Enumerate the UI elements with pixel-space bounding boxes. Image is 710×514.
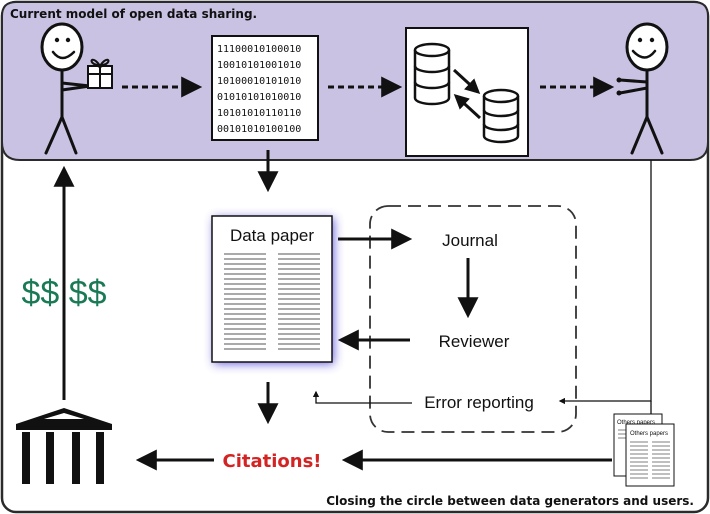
error-report-arrow xyxy=(312,390,412,404)
data-paper: Data paper xyxy=(211,215,334,364)
journal-label: Journal xyxy=(442,231,498,250)
others-papers-label: Others papers xyxy=(630,431,668,437)
binary-line: 10010101001010 xyxy=(217,60,301,71)
footer-caption: Closing the circle between data generato… xyxy=(326,494,694,508)
data-generator-figure xyxy=(40,22,92,155)
data-user-figure xyxy=(616,22,669,155)
review-process-box xyxy=(369,205,577,433)
band-title: Current model of open data sharing. xyxy=(10,7,257,21)
reviewer-label: Reviewer xyxy=(439,332,510,351)
error-reporting-label: Error reporting xyxy=(424,393,534,412)
institution-icon xyxy=(16,408,112,484)
sync-arrow xyxy=(452,68,481,95)
funding-label: $$ $$ xyxy=(21,274,106,312)
raw-data-block: 11100010100010 10010101001010 1010001010… xyxy=(211,35,319,141)
binary-line: 10100010101010 xyxy=(217,76,301,87)
binary-line: 00101010100100 xyxy=(217,124,301,135)
database-icon xyxy=(482,88,520,144)
citations-label: Citations! xyxy=(222,451,321,472)
database-icon xyxy=(413,42,451,106)
binary-line: 10101010110110 xyxy=(217,108,301,119)
data-sharing-band xyxy=(1,1,709,161)
sync-arrow xyxy=(453,93,482,120)
repository-box xyxy=(405,27,529,157)
binary-line: 11100010100010 xyxy=(217,44,301,55)
binary-line: 01010101010010 xyxy=(217,92,301,103)
others-papers-stack: Others papers Others papers xyxy=(613,413,675,487)
others-papers-label: Others papers xyxy=(617,420,655,426)
gift-icon xyxy=(87,58,113,89)
data-paper-title: Data paper xyxy=(230,226,314,245)
